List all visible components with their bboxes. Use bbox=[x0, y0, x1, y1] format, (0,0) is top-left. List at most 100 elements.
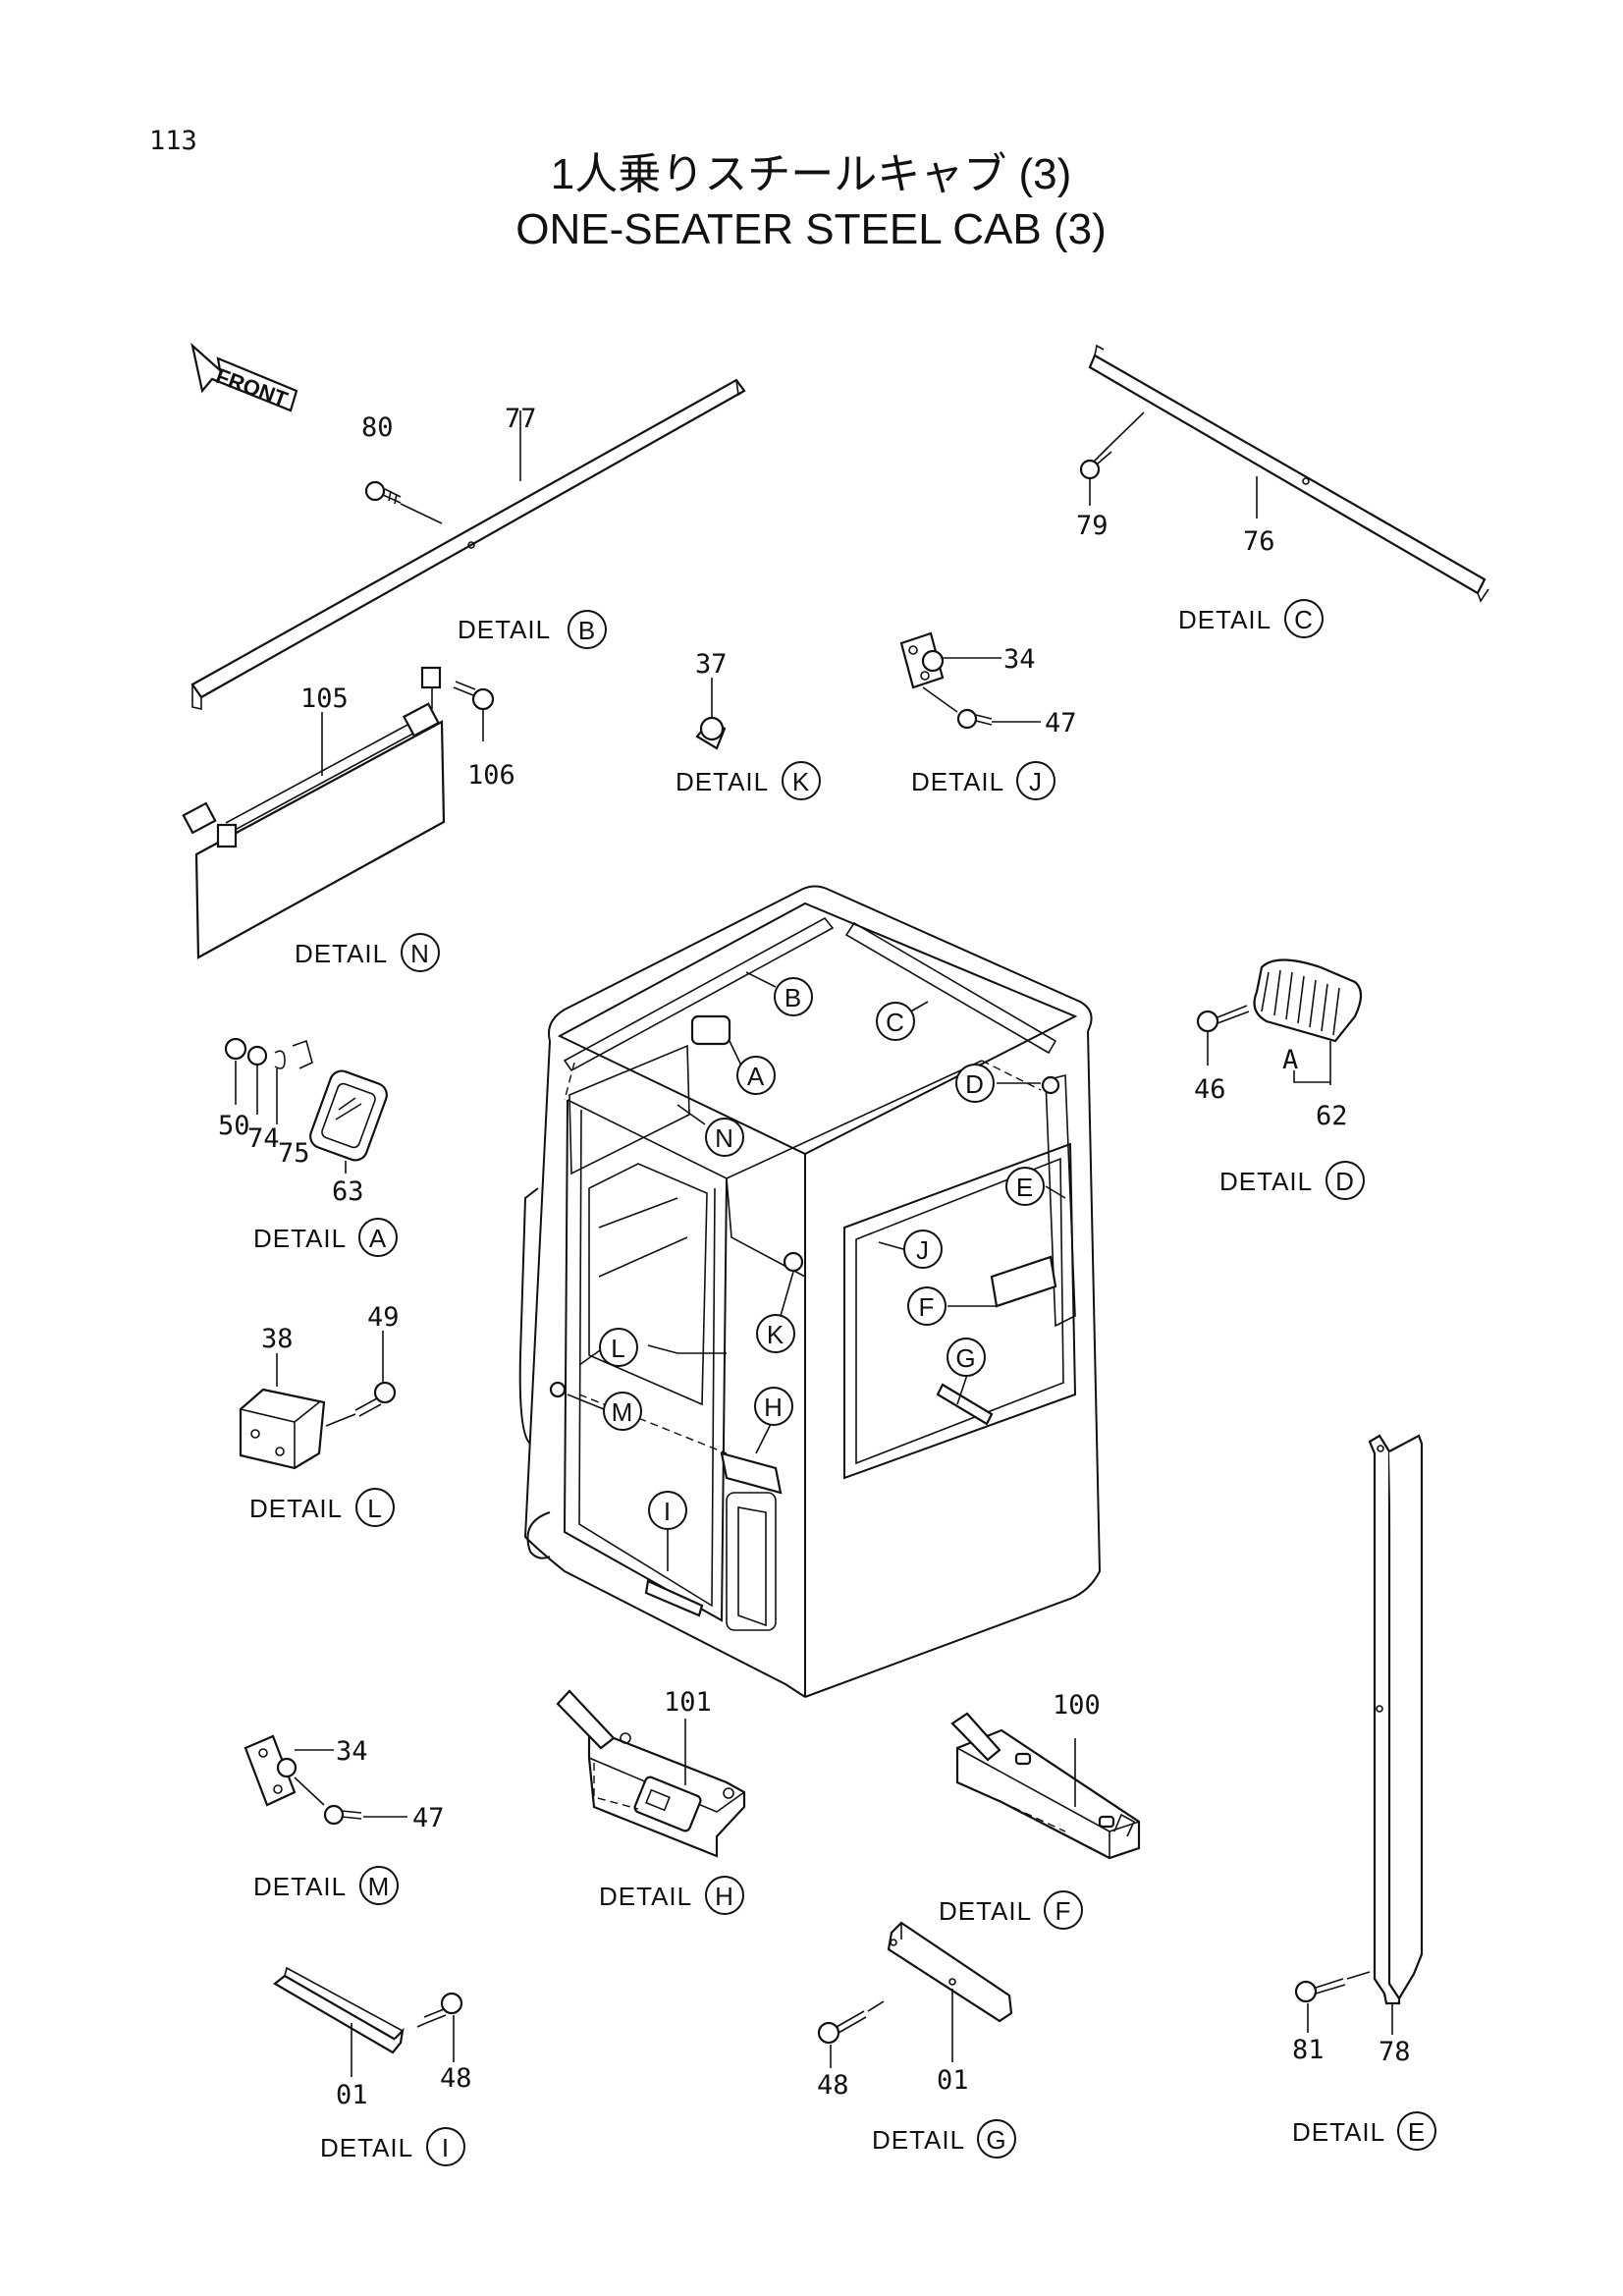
detail-circle-k bbox=[782, 761, 821, 800]
part-label-105: 105 bbox=[300, 683, 349, 714]
cab-callout-letter-e: E bbox=[1016, 1173, 1034, 1202]
detail-i-group: 01 48 DETAIL I bbox=[273, 1966, 472, 2166]
part-106-screw-drawing bbox=[453, 681, 495, 711]
detail-label-a: DETAIL bbox=[253, 1224, 347, 1253]
cab-callout-letter-m: M bbox=[612, 1397, 634, 1427]
detail-circle-f bbox=[1044, 1890, 1083, 1930]
cab-callout-n bbox=[705, 1118, 744, 1157]
part-48-screw-g-drawing bbox=[817, 2010, 867, 2045]
detail-e-group: 81 78 DETAIL E bbox=[1292, 1434, 1436, 2151]
detail-letter-h: H bbox=[715, 1882, 734, 1911]
detail-label-m: DETAIL bbox=[253, 1872, 347, 1901]
detail-n-group: 105 106 DETAIL N bbox=[182, 666, 515, 972]
detail-circle-b bbox=[568, 610, 607, 649]
part-50-nut-drawing bbox=[224, 1037, 247, 1061]
part-label-75: 75 bbox=[278, 1138, 310, 1169]
cab-callout-h bbox=[754, 1387, 793, 1426]
cab-callout-letter-l: L bbox=[611, 1334, 625, 1363]
detail-c-group: 79 76 DETAIL C bbox=[1076, 344, 1489, 638]
cab-callout-letter-b: B bbox=[784, 983, 802, 1012]
detail-letter-c: C bbox=[1294, 605, 1314, 634]
cab-callout-letter-i: I bbox=[664, 1497, 672, 1526]
detail-letter-f: F bbox=[1055, 1896, 1072, 1926]
detail-circle-a bbox=[358, 1218, 398, 1257]
part-38-block-drawing bbox=[239, 1388, 326, 1470]
part-105-visor-drawing bbox=[194, 720, 446, 959]
cab-callout-g bbox=[947, 1338, 986, 1377]
front-label: FRONT bbox=[213, 363, 292, 412]
front-arrow-icon: FRONT bbox=[190, 342, 298, 412]
part-label-37: 37 bbox=[695, 649, 728, 680]
detail-circle-g bbox=[977, 2119, 1016, 2159]
cab-assembly-drawing bbox=[518, 885, 1102, 1698]
part-label-76: 76 bbox=[1243, 526, 1275, 557]
detail-d-group: A 46 62 DETAIL D bbox=[1194, 958, 1365, 1200]
part-01-bracket-g-drawing bbox=[887, 1921, 1013, 2023]
detail-l-group: 38 49 DETAIL L bbox=[239, 1302, 400, 1527]
part-label-46: 46 bbox=[1194, 1074, 1226, 1105]
part-77-drawing bbox=[190, 378, 746, 699]
cab-callout-letter-k: K bbox=[767, 1320, 784, 1349]
part-label-79: 79 bbox=[1076, 511, 1109, 541]
detail-letter-k: K bbox=[792, 767, 810, 796]
cab-callout-letter-j: J bbox=[916, 1235, 930, 1265]
detail-circle-e bbox=[1397, 2111, 1436, 2151]
part-label-80: 80 bbox=[361, 412, 394, 443]
cab-callouts: B C A D N E J F G K L M bbox=[567, 971, 1066, 1571]
title-english: ONE-SEATER STEEL CAB (3) bbox=[515, 205, 1106, 253]
detail-letter-b: B bbox=[578, 616, 596, 645]
part-78-strip-drawing bbox=[1368, 1434, 1401, 2005]
detail-a-group: 50 74 75 63 DETAIL A bbox=[218, 1037, 398, 1257]
part-label-38: 38 bbox=[261, 1324, 294, 1354]
part-label-48-g: 48 bbox=[817, 2070, 849, 2101]
detail-circle-i bbox=[426, 2127, 465, 2166]
detail-letter-m: M bbox=[368, 1872, 391, 1901]
part-label-47-top: 47 bbox=[1045, 708, 1077, 738]
part-label-50: 50 bbox=[218, 1111, 250, 1141]
detail-f-group: 100 DETAIL F bbox=[939, 1690, 1141, 1930]
detail-label-e: DETAIL bbox=[1292, 2117, 1385, 2147]
cab-callout-e bbox=[1005, 1167, 1045, 1206]
detail-letter-j: J bbox=[1029, 767, 1043, 796]
cab-callout-f bbox=[907, 1286, 947, 1326]
cab-callout-letter-d: D bbox=[965, 1069, 985, 1099]
detail-label-h: DETAIL bbox=[599, 1882, 692, 1911]
detail-circle-m bbox=[359, 1866, 399, 1905]
part-63-light-drawing bbox=[309, 1069, 388, 1162]
part-label-47-bottom: 47 bbox=[412, 1803, 445, 1833]
detail-label-g: DETAIL bbox=[872, 2125, 965, 2155]
cab-callout-j bbox=[903, 1230, 943, 1269]
part-80-screw-drawing bbox=[364, 480, 402, 505]
cab-callout-letter-g: G bbox=[955, 1343, 976, 1373]
cab-callout-i bbox=[648, 1491, 687, 1530]
detail-label-b: DETAIL bbox=[458, 615, 551, 644]
detail-b-group: 80 77 DETAIL B bbox=[190, 378, 746, 710]
detail-letter-g: G bbox=[986, 2125, 1006, 2155]
detail-m-group: 34 47 DETAIL M bbox=[243, 1734, 445, 1905]
part-label-106: 106 bbox=[467, 760, 515, 791]
part-label-34-bottom: 34 bbox=[336, 1736, 368, 1767]
cab-callout-letter-a: A bbox=[747, 1062, 765, 1091]
part-49-bolt-drawing bbox=[354, 1381, 397, 1417]
detail-circle-j bbox=[1016, 761, 1055, 800]
part-47-bolt-drawing bbox=[956, 708, 993, 730]
cab-callout-d bbox=[955, 1064, 995, 1103]
part-label-63: 63 bbox=[332, 1176, 364, 1207]
detail-h-group: 101 DETAIL H bbox=[556, 1687, 746, 1915]
part-label-01-g: 01 bbox=[937, 2065, 969, 2096]
cab-callout-letter-n: N bbox=[715, 1123, 734, 1153]
part-47-bolt-bottom-drawing bbox=[323, 1804, 362, 1826]
cab-callout-letter-h: H bbox=[764, 1393, 784, 1422]
detail-letter-i: I bbox=[442, 2133, 450, 2162]
cab-callout-m bbox=[603, 1392, 642, 1431]
detail-circle-n bbox=[401, 933, 440, 972]
part-46-screw-drawing bbox=[1196, 1005, 1250, 1033]
part-100-lock-drawing bbox=[955, 1728, 1141, 1860]
part-label-78: 78 bbox=[1379, 2037, 1411, 2067]
cab-callout-l bbox=[599, 1328, 638, 1367]
part-79-screw-drawing bbox=[1079, 445, 1112, 480]
part-label-74: 74 bbox=[247, 1123, 280, 1154]
page-number: 113 bbox=[149, 126, 197, 156]
cab-callout-letter-f: F bbox=[919, 1292, 936, 1322]
